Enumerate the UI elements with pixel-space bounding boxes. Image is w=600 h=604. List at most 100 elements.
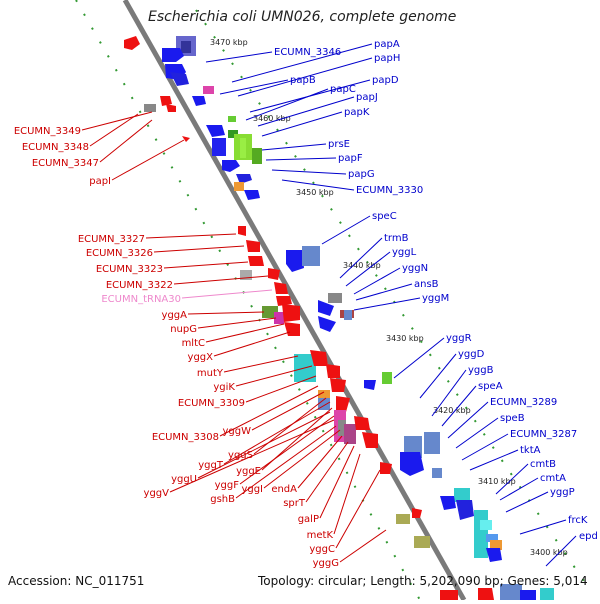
- gene-label: yggV: [144, 488, 170, 499]
- label-leader: [231, 43, 373, 83]
- gene-label: yggS: [228, 450, 253, 461]
- label-leader: [339, 237, 383, 279]
- gene-arrow: [440, 496, 456, 510]
- label-leader: [251, 391, 325, 431]
- label-leader: [447, 401, 489, 439]
- label-leader: [163, 261, 249, 269]
- gene-label: prsE: [328, 139, 350, 150]
- label-leader: [261, 111, 343, 137]
- gene-label: yggA: [162, 310, 188, 321]
- gene-arrow: [236, 174, 252, 184]
- gene-arrow: [244, 190, 260, 200]
- gene-label: gshB: [210, 494, 235, 505]
- label-leader: [335, 469, 381, 549]
- gene-label: yggD: [458, 349, 485, 360]
- gene-arrow: [182, 136, 190, 142]
- label-leader: [271, 169, 347, 175]
- label-leader: [173, 275, 269, 285]
- label-leader: [219, 79, 289, 95]
- gene-label: endA: [271, 484, 297, 495]
- gene-block: [234, 182, 244, 191]
- accession-text: Accession: NC_011751: [8, 574, 145, 588]
- gene-arrow: [276, 296, 292, 306]
- gene-block: [432, 468, 442, 478]
- gene-label: yggG: [313, 558, 339, 569]
- gene-label: frcK: [568, 515, 588, 526]
- gene-label: yggP: [550, 487, 575, 498]
- scale-label: 3440 kbp: [343, 261, 381, 270]
- gene-label: ECUMN_3346: [274, 47, 341, 58]
- label-leader: [319, 445, 355, 519]
- gene-block: [424, 432, 440, 454]
- gene-arrow: [222, 160, 240, 172]
- label-leader: [345, 251, 391, 287]
- gene-label: papA: [374, 39, 400, 50]
- gene-block: [344, 310, 352, 320]
- gene-arrow: [354, 416, 370, 430]
- gene-label: yggL: [392, 247, 417, 258]
- gene-label: mltC: [182, 338, 205, 349]
- gene-arrow: [400, 452, 424, 476]
- gene-label: cmtA: [540, 473, 566, 484]
- gene-label: yggU: [171, 474, 197, 485]
- gene-arrow: [478, 588, 494, 600]
- gene-label: ygiK: [213, 382, 235, 393]
- gene-arrow: [160, 96, 172, 106]
- scale-label: 3420 kbp: [433, 406, 471, 415]
- gene-label: papJ: [356, 92, 378, 103]
- gene-label: ECUMN_3322: [106, 280, 173, 291]
- gene-label: cmtB: [530, 459, 556, 470]
- gene-label: sprT: [283, 498, 306, 509]
- gene-arrow: [162, 48, 184, 62]
- gene-arrow: [318, 316, 336, 332]
- label-leader: [545, 535, 577, 567]
- label-leader: [219, 385, 319, 437]
- gene-block: [480, 520, 492, 530]
- gene-block: [500, 584, 522, 600]
- gene-block: [274, 312, 284, 324]
- gene-arrow: [336, 396, 350, 412]
- gene-arrow: [286, 250, 304, 272]
- gene-arrow: [330, 378, 346, 392]
- gene-label: yggF: [215, 480, 240, 491]
- label-leader: [265, 157, 337, 161]
- gene-arrow: [238, 226, 246, 236]
- scale-label: 3410 kbp: [478, 477, 516, 486]
- gene-label: yggE: [236, 466, 261, 477]
- label-leader: [393, 337, 445, 379]
- genome-summary-text: Topology: circular; Length: 5,202,090 bp…: [258, 574, 588, 588]
- gene-arrow: [440, 590, 458, 600]
- label-leader: [263, 429, 341, 489]
- gene-arrow: [326, 364, 340, 378]
- gene-label: papF: [338, 153, 363, 164]
- gene-label: papB: [290, 75, 316, 86]
- gene-arrow: [206, 125, 225, 137]
- label-leader: [153, 245, 245, 253]
- gene-label: yggX: [188, 352, 214, 363]
- left-labels: ECUMN_3349 ECUMN_3348 ECUMN_3347 papI EC…: [14, 111, 387, 569]
- gene-label: yggT: [198, 460, 224, 471]
- label-leader: [441, 385, 477, 427]
- gene-label: ECUMN_3330: [356, 185, 423, 196]
- gene-arrow: [274, 282, 288, 294]
- scale-label: 3470 kbp: [210, 38, 248, 47]
- gene-label: ECUMN_3287: [510, 429, 577, 440]
- label-leader: [353, 297, 421, 311]
- scale-label: 3430 kbp: [386, 334, 424, 343]
- scale-label: 3460 kbp: [253, 114, 291, 123]
- gene-block: [144, 104, 156, 112]
- label-leader: [321, 215, 371, 245]
- gene-block: [490, 540, 502, 550]
- scale-label: 3400 kbp: [530, 548, 568, 557]
- gene-label: yggM: [422, 293, 449, 304]
- label-leader: [205, 323, 285, 343]
- gene-arrow: [412, 508, 422, 518]
- label-leader: [99, 119, 153, 163]
- label-leader: [223, 401, 331, 465]
- label-leader: [197, 411, 331, 479]
- gene-label: ECUMN_3289: [490, 397, 557, 408]
- gene-block: [328, 293, 342, 303]
- gene-arrow: [486, 548, 502, 562]
